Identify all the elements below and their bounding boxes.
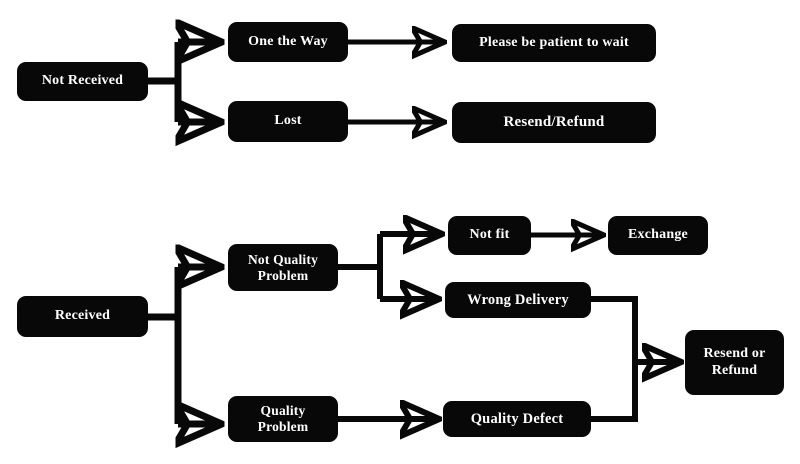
node-resend-or-refund-label-line2: Refund	[711, 362, 758, 378]
node-received[interactable]: Received	[17, 296, 148, 337]
node-not-fit-label: Not fit	[469, 227, 510, 243]
node-exchange[interactable]: Exchange	[608, 216, 708, 255]
node-resend-refund[interactable]: Resend/Refund	[452, 102, 656, 143]
node-wrong-delivery[interactable]: Wrong Delivery	[445, 282, 591, 318]
node-resend-or-refund-label-line1: Resend or	[703, 346, 766, 362]
node-quality-problem-label-line2: Problem	[257, 419, 309, 434]
node-exchange-label: Exchange	[628, 227, 688, 243]
node-not-received-label: Not Received	[41, 73, 124, 89]
node-wrong-delivery-label: Wrong Delivery	[467, 291, 569, 308]
node-please-be-patient-to-wait[interactable]: Please be patient to wait	[452, 24, 656, 62]
node-lost-label: Lost	[274, 113, 302, 129]
node-quality-problem[interactable]: Quality Problem	[228, 396, 338, 442]
node-please-be-patient-to-wait-label: Please be patient to wait	[479, 34, 629, 50]
node-resend-or-refund[interactable]: Resend or Refund	[685, 330, 784, 395]
node-not-quality-problem-label-line1: Not Quality	[247, 251, 319, 267]
node-one-the-way[interactable]: One the Way	[228, 22, 348, 62]
node-received-label: Received	[54, 308, 111, 324]
node-quality-problem-label-line1: Quality	[260, 403, 306, 419]
node-one-the-way-label: One the Way	[248, 33, 328, 49]
node-quality-defect[interactable]: Quality Defect	[443, 401, 591, 437]
node-not-quality-problem[interactable]: Not Quality Problem	[228, 244, 338, 291]
node-not-received[interactable]: Not Received	[17, 62, 148, 101]
node-not-fit[interactable]: Not fit	[448, 216, 531, 255]
node-lost[interactable]: Lost	[228, 101, 348, 142]
node-not-quality-problem-label-line2: Problem	[257, 267, 309, 283]
node-resend-refund-label: Resend/Refund	[503, 113, 605, 130]
node-quality-defect-label: Quality Defect	[470, 410, 564, 427]
